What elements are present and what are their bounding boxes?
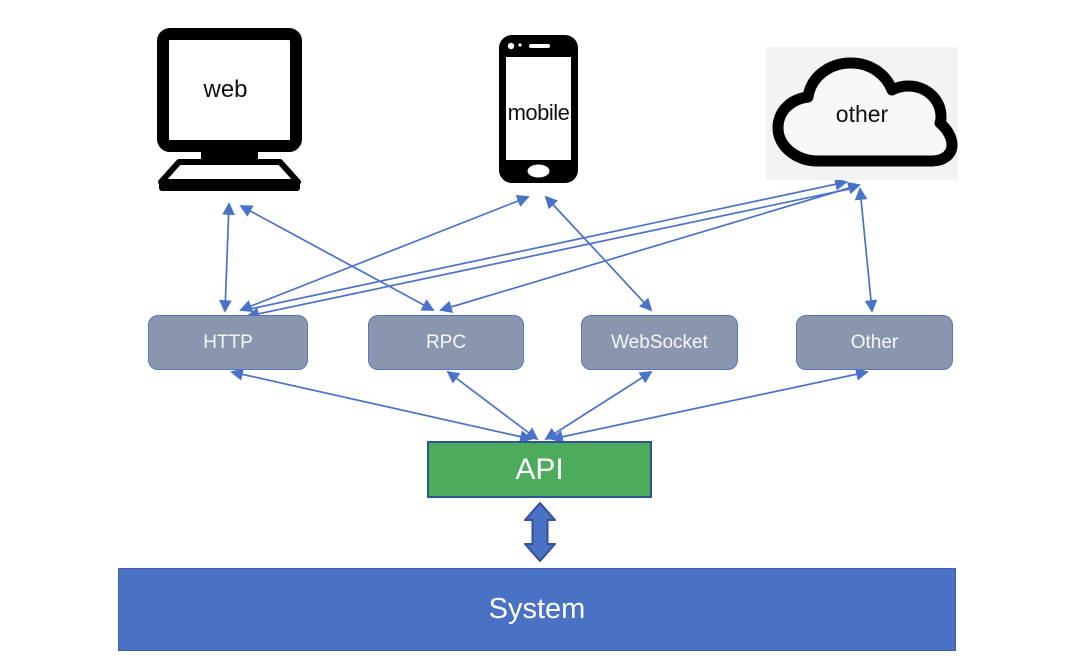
cloud-icon: [772, 57, 958, 167]
client-web-label: web: [203, 76, 248, 103]
desktop-computer-icon: [157, 28, 302, 191]
client-other-label: other: [835, 101, 889, 127]
protocol-box-http: HTTP: [148, 315, 308, 370]
protocol-box-other: Other: [796, 315, 953, 370]
client-other: [766, 47, 958, 180]
protocol-box-rpc: RPC: [368, 315, 524, 370]
client-mobile: [497, 33, 580, 185]
client-mobile-label: mobile: [507, 100, 570, 125]
client-web: [157, 28, 302, 192]
smartphone-icon: [499, 35, 578, 183]
system-box: System: [118, 568, 956, 651]
protocol-box-websocket: WebSocket: [581, 315, 738, 370]
api-box: API: [427, 441, 652, 498]
